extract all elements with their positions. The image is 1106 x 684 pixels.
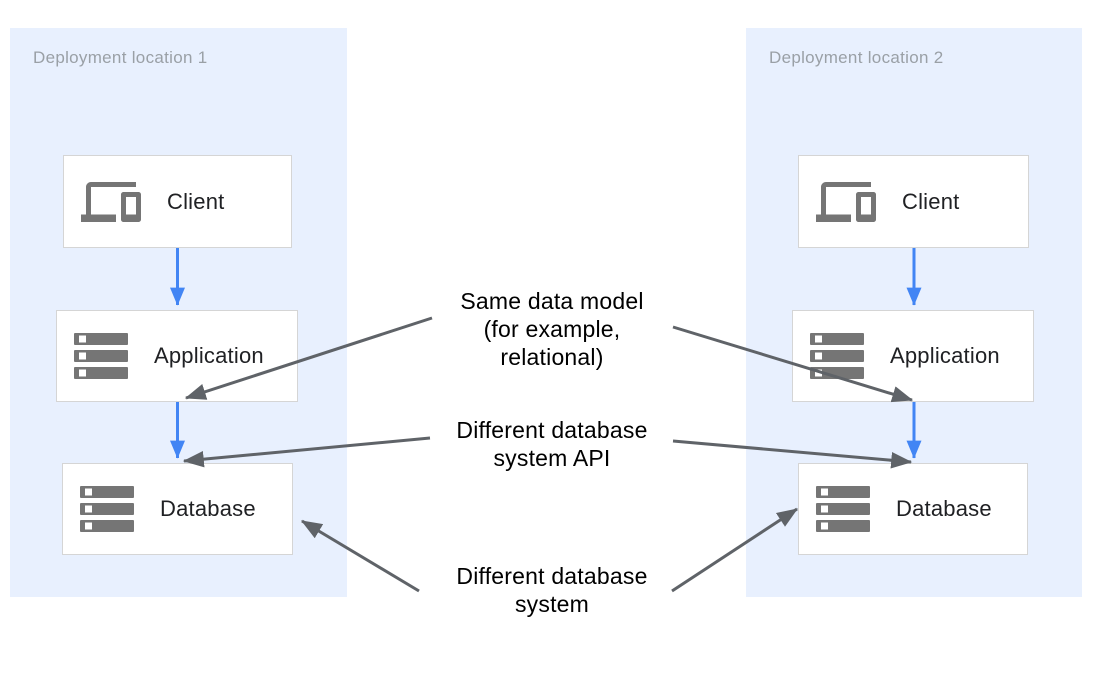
node-label: Application xyxy=(154,343,264,368)
database-node-1: Database xyxy=(62,463,293,555)
database-node-2: Database xyxy=(798,463,1028,555)
node-label: Client xyxy=(902,188,960,214)
server-stack-icon xyxy=(74,333,128,379)
annotation-line: Different database xyxy=(456,563,648,589)
node-label: Database xyxy=(160,496,256,521)
annotation-line: Different database xyxy=(456,417,648,443)
panel-title-1: Deployment location 1 xyxy=(33,48,208,67)
annotation-line: Same data model xyxy=(460,288,644,314)
annotation-line: (for example, xyxy=(483,316,621,342)
server-stack-icon xyxy=(810,333,864,379)
devices-icon xyxy=(81,172,141,232)
node-label: Client xyxy=(167,188,225,214)
node-label: Application xyxy=(890,343,1000,368)
application-node-2: Application xyxy=(792,310,1034,402)
application-node-1: Application xyxy=(56,310,298,402)
annotation-different-db-api: Different database system API xyxy=(412,416,692,472)
client-node-1: Client xyxy=(63,155,292,248)
client-node-2: Client xyxy=(798,155,1029,248)
node-label: Database xyxy=(896,496,992,521)
server-stack-icon xyxy=(816,486,870,532)
annotation-line: system API xyxy=(493,445,611,471)
devices-icon xyxy=(816,172,876,232)
annotation-different-db-system: Different database system xyxy=(412,562,692,618)
server-stack-icon xyxy=(80,486,134,532)
annotation-line: relational) xyxy=(500,344,604,370)
annotation-line: system xyxy=(514,591,590,617)
annotation-same-data-model: Same data model (for example, relational… xyxy=(412,287,692,371)
panel-title-2: Deployment location 2 xyxy=(769,48,944,67)
